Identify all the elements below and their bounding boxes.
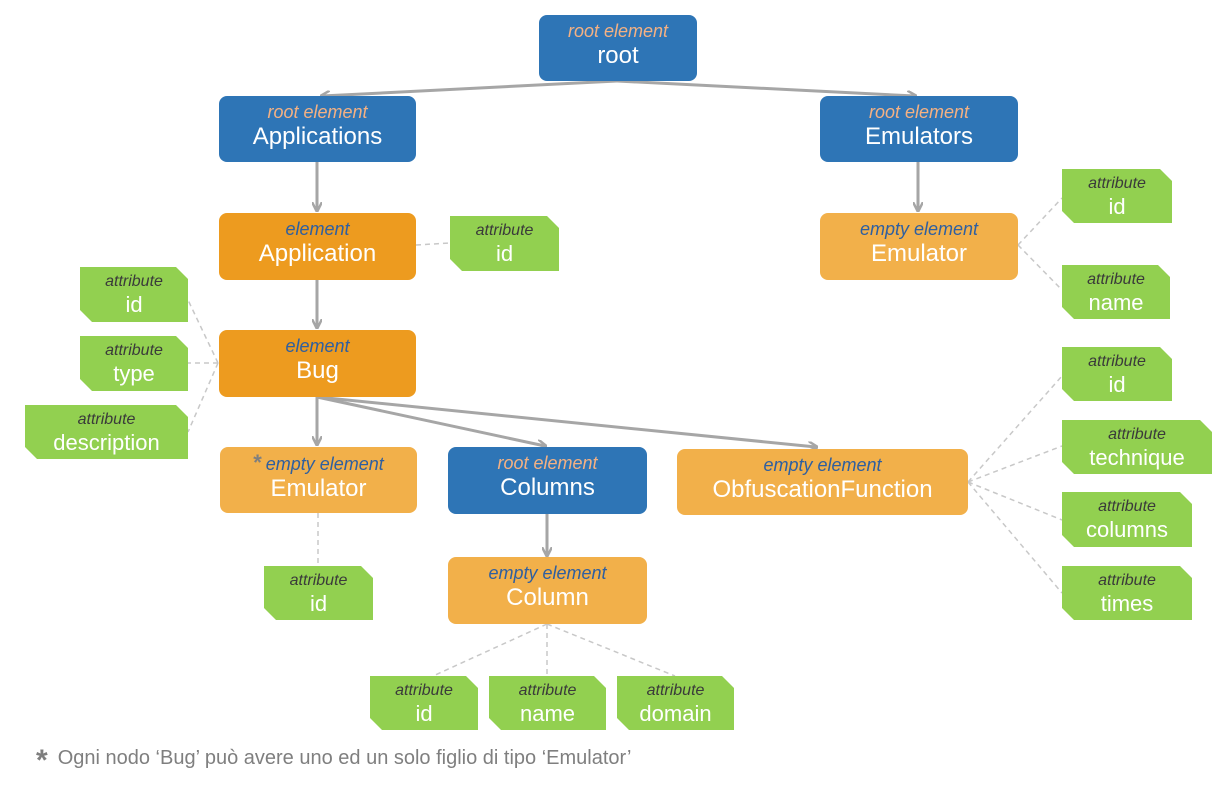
conn-obf-technique [967, 445, 1063, 483]
attr-bug-type: attribute type [80, 336, 188, 391]
attr-name: domain [639, 701, 712, 726]
attr-name: columns [1086, 517, 1168, 542]
attr-kind: attribute [1108, 426, 1166, 443]
node-kind: root element [497, 453, 598, 473]
node-name: Applications [252, 123, 383, 150]
conn-column-domain [546, 623, 676, 677]
attr-obfuscation-columns: attribute columns [1062, 492, 1192, 547]
conn-obf-columns [967, 481, 1063, 521]
edge-root-emulators [616, 79, 915, 96]
conn-obf-id [967, 375, 1063, 483]
attr-name: id [1108, 194, 1126, 219]
conn-emulator-id [1017, 197, 1063, 246]
edge-bug-obfuscation [316, 395, 816, 447]
conn-application-id [415, 242, 451, 246]
attr-name: id [125, 292, 143, 317]
node-kind: empty element [859, 219, 979, 239]
node-kind: root element [868, 102, 970, 122]
node-kind: empty element [488, 563, 607, 583]
node-name: Columns [500, 474, 595, 501]
attr-name: id [495, 241, 514, 266]
attr-name: times [1100, 591, 1154, 616]
attr-obfuscation-id: attribute id [1062, 347, 1172, 401]
attr-name: technique [1089, 445, 1185, 470]
node-name: Emulators [864, 123, 974, 150]
node-name: Bug [296, 357, 339, 384]
attr-kind: attribute [1087, 271, 1145, 288]
node-emulator-definition: empty element Emulator [820, 213, 1018, 280]
node-name: root [597, 42, 639, 69]
asterisk-icon: * [253, 450, 262, 475]
footnote-text: Ogni nodo ‘Bug’ può avere uno ed un solo… [57, 747, 632, 769]
attr-name: name [1088, 290, 1144, 315]
attr-kind: attribute [105, 273, 163, 290]
attr-kind: attribute [289, 572, 348, 589]
attr-kind: attribute [1088, 175, 1146, 192]
node-columns: root element Columns [448, 447, 647, 514]
edge-bug-columns [316, 395, 545, 446]
conn-obf-times [967, 481, 1063, 594]
node-name: Application [258, 240, 377, 267]
attr-column-id: attribute id [370, 676, 478, 730]
attr-obfuscation-times: attribute times [1062, 566, 1192, 620]
node-applications: root element Applications [219, 96, 416, 162]
attr-column-domain: attribute domain [617, 676, 734, 730]
node-kind: element [285, 219, 350, 239]
conn-emulator-name [1017, 244, 1063, 291]
attr-name: type [113, 361, 155, 386]
node-application: element Application [219, 213, 416, 280]
attr-application-id: attribute id [450, 216, 559, 271]
attr-kind: attribute [105, 342, 163, 359]
edge-root-applications [322, 79, 618, 96]
node-obfuscation-function: empty element ObfuscationFunction [677, 449, 968, 515]
attr-bug-emulator-id: attribute id [264, 566, 373, 620]
node-kind-row: *empty element [220, 450, 417, 475]
node-kind: empty element [763, 455, 882, 475]
attr-kind: attribute [395, 682, 453, 699]
node-root: root element root [539, 15, 697, 81]
attr-name: id [1108, 372, 1126, 397]
conn-bug-description [187, 362, 219, 433]
attr-emulator-id: attribute id [1062, 169, 1172, 223]
attr-name: id [415, 701, 433, 726]
attr-column-name: attribute name [489, 676, 606, 730]
attr-name: id [309, 591, 328, 616]
attr-kind: attribute [1098, 572, 1156, 589]
attr-bug-description: attribute description [25, 405, 188, 459]
attr-emulator-name: attribute name [1062, 265, 1170, 319]
attr-name: description [53, 430, 160, 455]
node-name: Emulator [870, 240, 968, 267]
attr-obfuscation-technique: attribute technique [1062, 420, 1212, 474]
node-name: Emulator [270, 475, 367, 502]
attr-bug-id: attribute id [80, 267, 188, 322]
conn-column-id [432, 623, 548, 677]
node-kind: empty element [265, 454, 384, 474]
footnote: * Ogni nodo ‘Bug’ può avere uno ed un sol… [36, 744, 631, 778]
attr-kind: attribute [1088, 353, 1146, 370]
node-name: Column [506, 584, 589, 611]
conn-bug-id [187, 299, 219, 364]
attr-name: name [519, 701, 576, 726]
attr-kind: attribute [518, 682, 577, 699]
node-bug: element Bug [219, 330, 416, 397]
node-kind: root element [267, 102, 368, 122]
attr-kind: attribute [1098, 498, 1156, 515]
node-bug-emulator: *empty element Emulator [220, 447, 417, 513]
attr-kind: attribute [77, 411, 136, 428]
node-kind: root element [567, 21, 669, 41]
asterisk-icon: * [36, 744, 48, 777]
node-column: empty element Column [448, 557, 647, 624]
attr-kind: attribute [475, 222, 534, 239]
node-name: ObfuscationFunction [712, 476, 933, 503]
node-emulators: root element Emulators [820, 96, 1018, 162]
node-kind: element [285, 336, 350, 356]
attr-kind: attribute [646, 682, 705, 699]
